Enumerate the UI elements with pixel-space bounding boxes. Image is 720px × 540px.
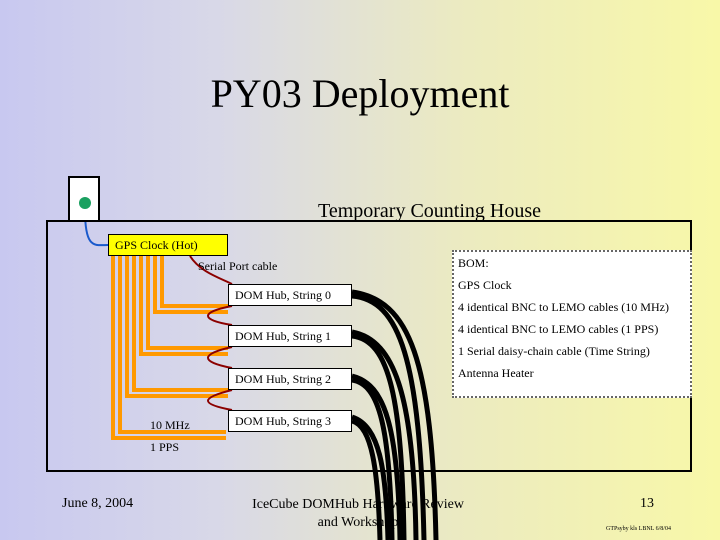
bom-item: GPS Clock: [458, 278, 512, 292]
bom-item: 1 Serial daisy-chain cable (Time String): [458, 344, 650, 358]
serial-cable: [189, 255, 233, 411]
slide-title: PY03 Deployment: [210, 71, 510, 116]
serial-cable-label: Serial Port cable: [198, 259, 278, 273]
gps-antenna-icon: [79, 197, 91, 209]
bom-box: BOM: GPS Clock 4 identical BNC to LEMO c…: [452, 250, 692, 398]
footer-date: June 8, 2004: [62, 496, 134, 511]
footer-tag: GTPsyby kls LBNL 6/8/04: [606, 526, 671, 532]
domhub-string-2: DOM Hub, String 2: [228, 368, 352, 390]
bom-item: Antenna Heater: [458, 366, 534, 380]
bom-item: 4 identical BNC to LEMO cables (1 PPS): [458, 322, 659, 336]
one-pps-label: 1 PPS: [150, 440, 180, 454]
domhub-string-1: DOM Hub, String 1: [228, 325, 352, 347]
bom-item: 4 identical BNC to LEMO cables (10 MHz): [458, 300, 669, 314]
gps-clock-box: GPS Clock (Hot): [108, 234, 228, 256]
domhub-string-0: DOM Hub, String 0: [228, 284, 352, 306]
footer-page-number: 13: [640, 496, 654, 511]
clock-cables: [111, 256, 228, 440]
bom-heading: BOM:: [458, 256, 489, 270]
string-cables: [351, 289, 439, 540]
counting-house-label: Temporary Counting House: [318, 200, 542, 222]
ten-mhz-label: 10 MHz: [150, 418, 190, 432]
domhub-string-3: DOM Hub, String 3: [228, 410, 352, 432]
footer-presentation-title: IceCube DOMHub Hardware Review and Works…: [252, 497, 464, 530]
